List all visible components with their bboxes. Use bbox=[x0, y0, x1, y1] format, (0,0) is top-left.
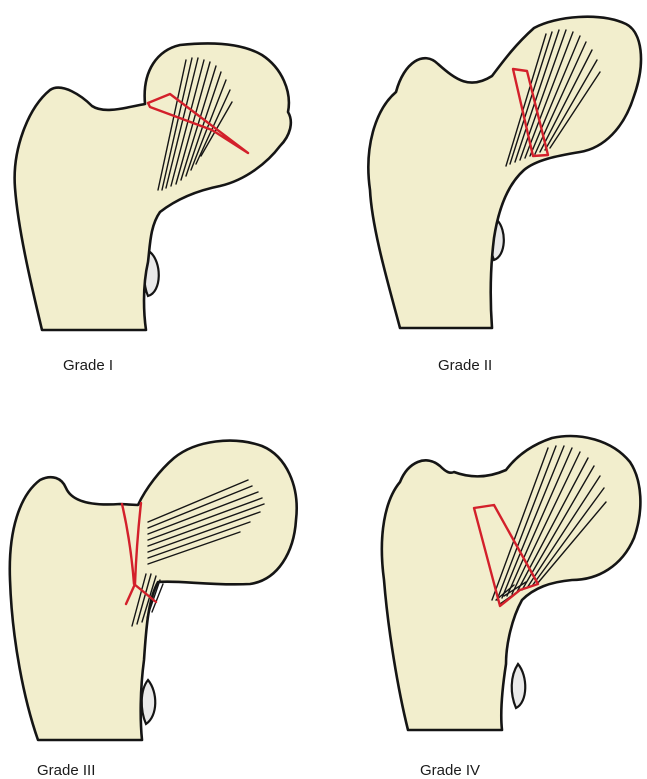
grade-label: Grade I bbox=[63, 357, 113, 374]
panel-grade-4: Grade IV bbox=[382, 436, 641, 779]
lesser-trochanter bbox=[512, 664, 526, 708]
grade-label: Grade II bbox=[438, 357, 492, 374]
panel-grade-3: Grade III bbox=[10, 441, 297, 779]
panel-grade-1: Grade I bbox=[15, 43, 291, 374]
lesser-trochanter bbox=[142, 680, 156, 724]
proximal-femur-outline bbox=[368, 17, 641, 328]
grade-label: Grade IV bbox=[420, 762, 480, 779]
panel-grade-2: Grade II bbox=[368, 17, 641, 374]
grade-label: Grade III bbox=[37, 762, 95, 779]
